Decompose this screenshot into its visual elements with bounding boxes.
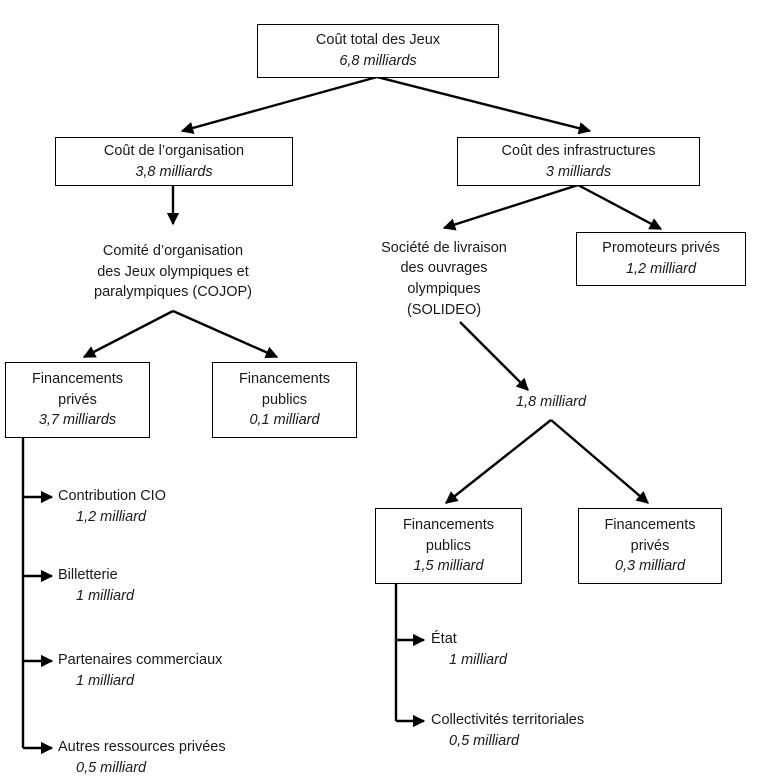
leaf-label: Partenaires commerciaux [58, 652, 223, 668]
node-label-line-2: des Jeux olympiques et [97, 263, 249, 280]
leaf-collectivites-territoriales[interactable]: Collectivités territoriales 0,5 milliard [431, 710, 584, 752]
leaf-amount: 0,5 milliard [449, 733, 520, 750]
node-cojop-financements-prives[interactable]: Financements privés 3,7 milliards [5, 362, 150, 438]
node-amount: 3,7 milliards [38, 412, 117, 429]
node-label-line-1: Financements [31, 371, 124, 388]
node-solideo[interactable]: Société de livraison des ouvrages olympi… [353, 234, 535, 324]
node-label: Promoteurs privés [602, 240, 720, 257]
node-label-line-2: publics [261, 391, 308, 408]
node-label-line-3: olympiques [407, 281, 481, 297]
node-label-line-2: des ouvrages [400, 260, 488, 277]
node-label: Coût de l’organisation [103, 142, 245, 159]
node-solideo-financements-prives[interactable]: Financements privés 0,3 milliard [578, 508, 722, 584]
edge-solideo-to-amount [459, 321, 529, 391]
leaf-contribution-cio[interactable]: Contribution CIO 1,2 milliard [58, 486, 166, 528]
node-label-line-2: privés [630, 537, 670, 554]
node-amount: 1,2 milliard [625, 261, 697, 277]
node-amount: 3 milliards [545, 163, 612, 180]
edge-infrastructures-to-promoteurs [577, 183, 663, 231]
node-label-line-1: Comité d’organisation [102, 243, 244, 260]
leaf-label: Billetterie [58, 567, 118, 583]
node-cojop[interactable]: Comité d’organisation des Jeux olympique… [53, 235, 293, 309]
node-label-line-1: Financements [402, 517, 495, 534]
node-label-line-2: publics [425, 537, 472, 554]
leaf-amount: 1,2 milliard [76, 509, 147, 526]
node-label-line-4: (SOLIDEO) [406, 301, 482, 318]
node-amount: 3,8 milliards [135, 163, 213, 180]
leaf-label: État [431, 631, 457, 647]
leaf-billetterie[interactable]: Billetterie 1 milliard [58, 565, 134, 607]
node-label-line-1: Financements [604, 517, 696, 534]
leaf-amount: 1 milliard [76, 673, 135, 690]
leaf-autres-ressources-privees[interactable]: Autres ressources privées 0,5 milliard [58, 737, 226, 779]
node-cojop-financements-publics[interactable]: Financements publics 0,1 milliard [212, 362, 357, 438]
node-solideo-amount: 1,8 milliard [491, 392, 611, 413]
leaf-partenaires-commerciaux[interactable]: Partenaires commerciaux 1 milliard [58, 650, 222, 692]
node-label-line-3: paralympiques (COJOP) [94, 284, 252, 301]
leaf-label: Collectivités territoriales [431, 712, 585, 728]
edge-cojop-to-publics [172, 309, 279, 359]
edge-total-to-organisation [180, 75, 378, 135]
node-amount: 0,3 milliard [614, 558, 686, 575]
node-cout-total-des-jeux[interactable]: Coût total des Jeux 6,8 milliards [257, 24, 499, 78]
node-amount: 6,8 milliards [339, 53, 417, 69]
node-amount: 1,5 milliard [413, 558, 484, 575]
leaf-amount: 1 milliard [76, 588, 135, 605]
node-label: Coût total des Jeux [315, 32, 441, 49]
node-cout-de-l-organisation[interactable]: Coût de l’organisation 3,8 milliards [55, 137, 293, 186]
node-label-line-2: privés [58, 391, 97, 408]
node-label-line-1: Société de livraison [381, 239, 507, 256]
node-amount: 0,1 milliard [249, 412, 320, 429]
leaf-amount: 0,5 milliard [76, 760, 147, 777]
edge-amount-to-publics [445, 419, 552, 504]
edge-infrastructures-to-solideo [442, 183, 579, 231]
node-cout-des-infrastructures[interactable]: Coût des infrastructures 3 milliards [457, 137, 700, 186]
leaf-label: Autres ressources privées [58, 739, 226, 755]
edge-cojop-to-prives [82, 309, 174, 359]
edge-total-to-infrastructures [376, 75, 592, 135]
node-label: Coût des infrastructures [501, 142, 656, 159]
leaf-etat[interactable]: État 1 milliard [431, 629, 507, 671]
node-label-line-1: Financements [238, 371, 331, 388]
node-solideo-financements-publics[interactable]: Financements publics 1,5 milliard [375, 508, 522, 584]
edge-amount-to-prives [550, 419, 649, 504]
node-amount: 1,8 milliard [515, 394, 587, 411]
leaf-label: Contribution CIO [58, 488, 166, 504]
leaf-amount: 1 milliard [449, 652, 508, 669]
node-promoteurs-prives[interactable]: Promoteurs privés 1,2 milliard [576, 232, 746, 286]
